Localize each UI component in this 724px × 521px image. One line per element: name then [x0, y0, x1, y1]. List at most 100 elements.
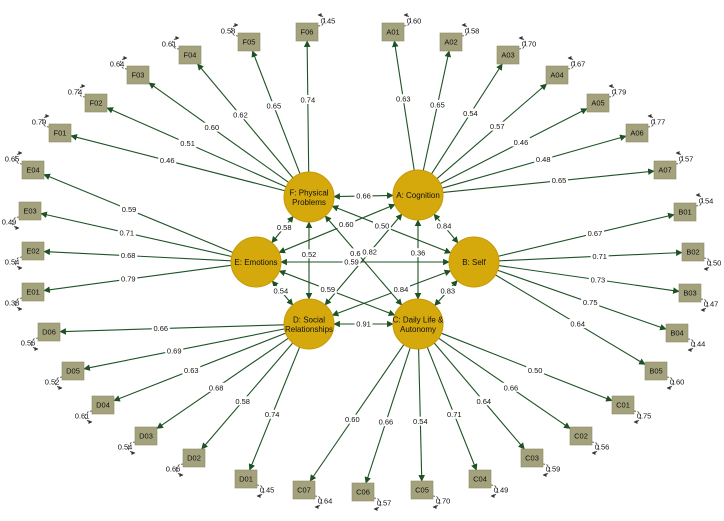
coefficient-bg — [438, 286, 457, 296]
error-loop-D04 — [84, 410, 93, 424]
error-value: 0.54 — [5, 258, 20, 267]
loading-arrow-D01 — [248, 346, 301, 471]
indicator-box-C02 — [569, 426, 593, 446]
loading-label-bg — [411, 416, 430, 426]
loading-arrow-A02 — [422, 50, 452, 171]
latent-factor-A — [392, 169, 444, 221]
loading-label-bg — [263, 409, 282, 419]
indicator-box-B03 — [678, 283, 702, 303]
loading-value: 0.46 — [514, 138, 529, 147]
error-loop-E03 — [11, 216, 20, 230]
error-loop-C04 — [490, 484, 499, 498]
indicator-label: D03 — [139, 432, 153, 441]
latent-factor-B — [448, 236, 500, 288]
loading-value: 0.71 — [447, 410, 462, 419]
indicator-box-D01 — [234, 469, 258, 489]
indicator-label: F01 — [54, 129, 67, 138]
indicator-label: F06 — [301, 28, 314, 37]
indicator-label: C05 — [415, 486, 429, 495]
indicator-label: C03 — [525, 454, 539, 463]
loading-arrow-F03 — [148, 82, 289, 183]
indicator-box-A01 — [381, 22, 405, 42]
loading-label-bg — [233, 396, 252, 406]
indicator-label: B02 — [686, 248, 699, 257]
error-value: 0.49 — [2, 218, 17, 227]
factor-label: F: Physical — [289, 188, 328, 197]
loading-arrow-E02 — [43, 248, 232, 262]
indicator-label: F02 — [90, 99, 103, 108]
error-loop-B01 — [695, 193, 704, 207]
correlation-value: 0.91 — [356, 320, 371, 329]
indicator-label: D04 — [96, 401, 110, 410]
indicator-label: A05 — [591, 99, 604, 108]
indicator-label: D05 — [66, 367, 80, 376]
error-value: 0.50 — [707, 259, 722, 268]
indicator-box-A02 — [439, 32, 463, 52]
error-value: 0.70 — [436, 497, 451, 506]
loading-arrow-F06 — [303, 40, 311, 173]
error-loop-E02 — [14, 256, 23, 270]
error-value: 0.79 — [32, 118, 47, 127]
loading-label-bg — [202, 122, 221, 132]
indicator-label: B04 — [670, 329, 683, 338]
loading-value: 0.63 — [396, 95, 411, 104]
loading-arrow-E03 — [40, 211, 232, 258]
indicator-box-D04 — [91, 395, 115, 415]
indicator-label: B03 — [683, 289, 696, 298]
loading-value: 0.62 — [233, 111, 248, 120]
error-loop-F05 — [230, 23, 239, 37]
coefficient-bg — [348, 248, 367, 258]
error-loop-D02 — [175, 463, 184, 477]
error-value: 0.66 — [166, 465, 181, 474]
loading-value: 0.71 — [592, 252, 607, 261]
error-loop-D03 — [127, 441, 136, 455]
loading-label-bg — [165, 345, 184, 355]
coefficient-bg — [271, 286, 290, 296]
error-loop-B02 — [703, 257, 712, 271]
indicator-label: C04 — [473, 475, 487, 484]
correlation-value: 0.84 — [394, 285, 409, 294]
indicator-label: E01 — [26, 288, 39, 297]
error-value: 0.60 — [670, 378, 685, 387]
loading-value: 0.74 — [301, 95, 316, 104]
indicator-label: F04 — [184, 51, 197, 60]
error-value: 0.61 — [162, 40, 177, 49]
factor-label: D: Social — [293, 315, 325, 324]
error-value: 0.75 — [637, 412, 652, 421]
error-value: 0.54 — [699, 197, 714, 206]
loading-arrow-F05 — [251, 50, 301, 174]
loading-value: 0.59 — [122, 205, 137, 214]
coefficient-bg — [318, 284, 337, 294]
loading-label-bg — [590, 251, 609, 261]
coefficient-bg — [409, 248, 427, 258]
error-loop-A02 — [461, 23, 470, 37]
loading-arrow-D02 — [201, 342, 294, 450]
loading-value: 0.66 — [504, 383, 519, 392]
indicator-label: A02 — [444, 38, 457, 47]
error-value: 0.79 — [612, 88, 627, 97]
correlation-value: 0.60 — [339, 220, 354, 229]
loading-label-bg — [343, 414, 362, 424]
indicator-label: D01 — [239, 475, 253, 484]
loading-label-bg — [178, 138, 197, 148]
error-value: 0.47 — [704, 300, 719, 309]
error-loop-F03 — [119, 56, 128, 70]
loading-value: 0.50 — [528, 366, 543, 375]
error-value: 0.64 — [110, 60, 125, 69]
indicator-box-D02 — [182, 448, 206, 468]
error-loop-E04 — [14, 151, 23, 165]
indicator-label: A07 — [658, 166, 671, 175]
error-loop-B04 — [687, 338, 696, 352]
loading-label-bg — [394, 94, 413, 104]
coefficient-bg — [435, 221, 454, 231]
loading-label-bg — [488, 121, 507, 131]
error-value: 0.45 — [321, 17, 336, 26]
loading-label-bg — [568, 319, 587, 329]
indicator-box-E03 — [18, 201, 42, 221]
coefficient-bg — [342, 257, 361, 266]
loading-arrow-B02 — [498, 249, 683, 262]
loading-value: 0.60 — [345, 415, 360, 424]
loading-label-bg — [264, 101, 283, 111]
loading-label-bg — [511, 137, 530, 147]
